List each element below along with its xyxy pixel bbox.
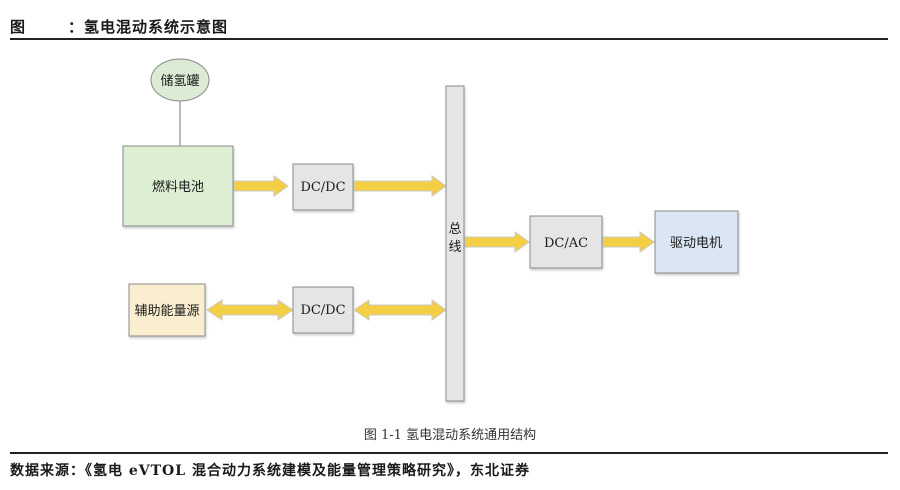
figure-title: ：氢电混动系统示意图 — [68, 18, 229, 36]
dcdc-bottom-node: DC/DC — [292, 286, 354, 334]
fuel-cell-label: 燃料电池 — [152, 179, 204, 195]
fuel-cell-node: 燃料电池 — [122, 145, 234, 227]
arrow-fuelcell-to-dcdc — [233, 175, 289, 197]
bus-label-1: 总 — [448, 222, 461, 237]
arrow-dcdc-to-bus — [353, 175, 447, 197]
dcdc-top-label: DC/DC — [300, 180, 345, 195]
bus-label-2: 线 — [448, 240, 461, 255]
drive-motor-node: 驱动电机 — [654, 210, 739, 274]
hydrogen-tank-label: 储氢罐 — [160, 74, 199, 89]
aux-energy-label: 辅助能量源 — [134, 304, 199, 319]
drive-motor-label: 驱动电机 — [670, 236, 722, 251]
figure-label: 图 — [10, 18, 27, 36]
footer-divider — [10, 452, 888, 454]
header-bar: 图 ：氢电混动系统示意图 — [10, 14, 888, 40]
aux-energy-node: 辅助能量源 — [128, 283, 206, 337]
source-note: 数据来源：《氢电 eVTOL 混合动力系统建模及能量管理策略研究》，东北证券 — [10, 463, 530, 479]
dcac-node: DC/AC — [529, 215, 603, 269]
bus-node: 总 线 — [445, 85, 465, 402]
dcdc-bottom-label: DC/DC — [300, 303, 345, 318]
arrow-aux-dcdc-bidirectional — [206, 299, 294, 321]
hydrogen-tank-node: 储氢罐 — [150, 58, 210, 102]
arrow-dcac-to-motor — [602, 231, 655, 253]
figure-caption: 图 1-1 氢电混动系统通用结构 — [363, 428, 537, 443]
dcac-label: DC/AC — [544, 236, 588, 251]
arrow-dcdc-bus-bidirectional — [353, 299, 447, 321]
dcdc-top-node: DC/DC — [292, 163, 354, 211]
arrow-bus-to-dcac — [464, 231, 530, 253]
